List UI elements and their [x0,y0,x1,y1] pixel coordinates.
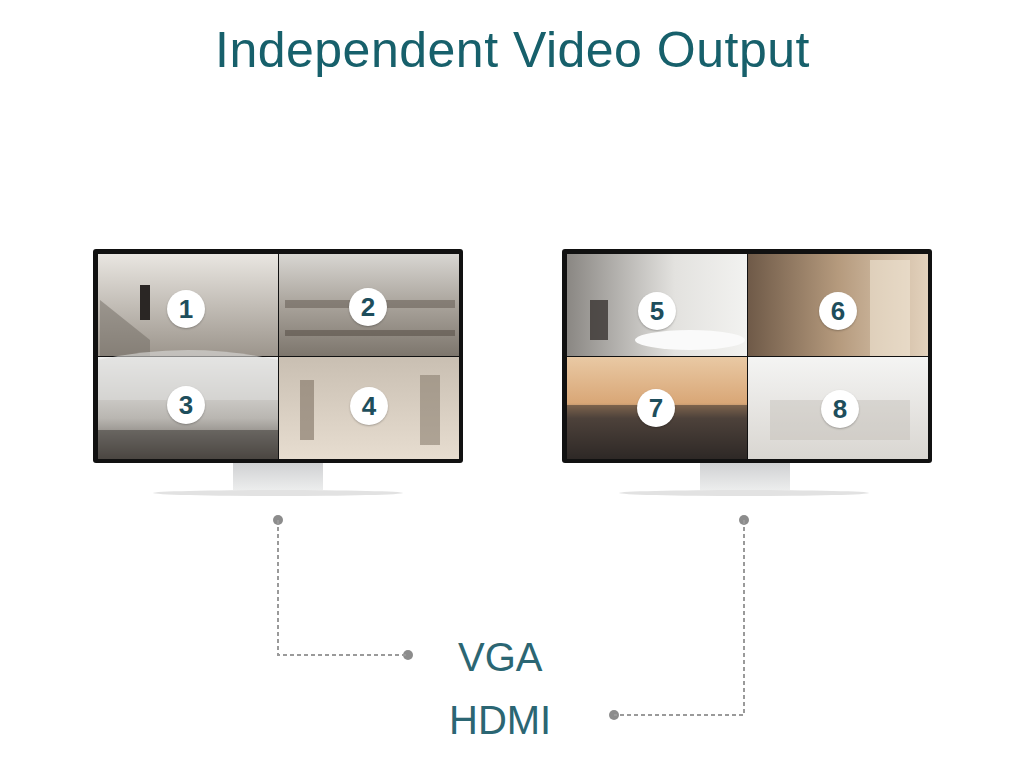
camera-number-circle: 3 [167,386,205,424]
callout-number: 2 [361,294,375,320]
camera-number-circle: 8 [821,390,859,428]
camera-number-circle: 4 [350,387,388,425]
callout-number: 6 [831,298,845,324]
camera-number-circle: 6 [819,292,857,330]
callout-number: 4 [362,393,376,419]
callout-number: 5 [650,298,664,324]
callout-number: 3 [179,392,193,418]
camera-number-circle: 5 [638,292,676,330]
diagram-title: Independent Video Output [215,21,810,79]
camera-number-circle: 2 [349,288,387,326]
camera-number-circle: 7 [637,389,675,427]
camera-number-circle: 1 [167,290,205,328]
port-label: HDMI [449,700,551,740]
callout-number: 8 [833,396,847,422]
callout-number: 7 [649,395,663,421]
callout-number: 1 [179,296,193,322]
port-label: VGA [458,637,542,677]
